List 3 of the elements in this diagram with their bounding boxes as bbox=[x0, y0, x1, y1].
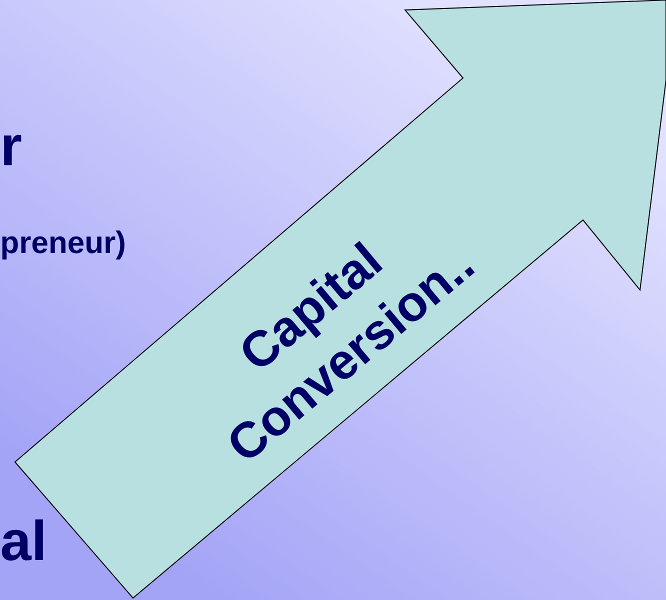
label-text: preneur) bbox=[2, 230, 124, 260]
label-text: r bbox=[4, 134, 22, 166]
label-text: al bbox=[2, 519, 43, 561]
